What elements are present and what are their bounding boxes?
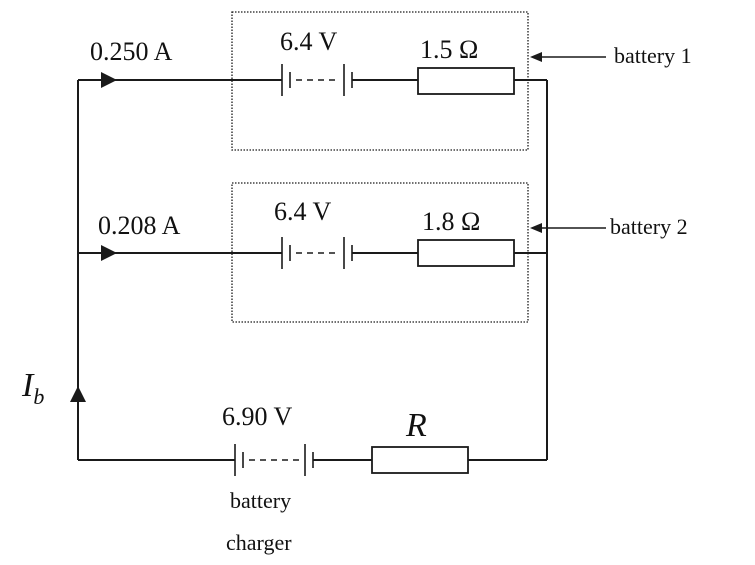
charger-resistor-label: R <box>405 407 427 444</box>
branch1-current-arrow <box>101 72 117 88</box>
branch1-emf-label: 6.4 V <box>280 27 338 56</box>
battery1-label: battery 1 <box>614 43 692 68</box>
battery2-pointer <box>530 223 606 233</box>
battery2-box <box>231 182 529 323</box>
charger-current-symbol: Ib <box>21 367 44 409</box>
battery2-cell-symbol <box>281 237 353 269</box>
battery1-pointer <box>530 52 606 62</box>
charger-emf-label: 6.90 V <box>222 402 293 431</box>
branch1-resistance-label: 1.5 Ω <box>420 35 478 64</box>
battery1-cell-symbol <box>281 64 353 96</box>
battery2-label: battery 2 <box>610 214 688 239</box>
charger-label-line1: battery <box>230 488 291 513</box>
branch1-current-label: 0.250 A <box>90 37 173 66</box>
wires <box>77 79 548 461</box>
charger-current-arrow <box>70 386 86 402</box>
branch2-resistance-label: 1.8 Ω <box>422 207 480 236</box>
charger-resistor <box>371 446 469 474</box>
branch2-current-arrow <box>101 245 117 261</box>
battery2-internal-resistor <box>417 239 515 267</box>
branch2-current-label: 0.208 A <box>98 211 181 240</box>
branch2-emf-label: 6.4 V <box>274 197 332 226</box>
charger-cell-symbol <box>234 444 314 476</box>
battery1-box <box>231 11 529 151</box>
charger-label-line2: charger <box>226 530 292 555</box>
battery1-internal-resistor <box>417 67 515 95</box>
charger-current-subscript: b <box>33 384 44 409</box>
